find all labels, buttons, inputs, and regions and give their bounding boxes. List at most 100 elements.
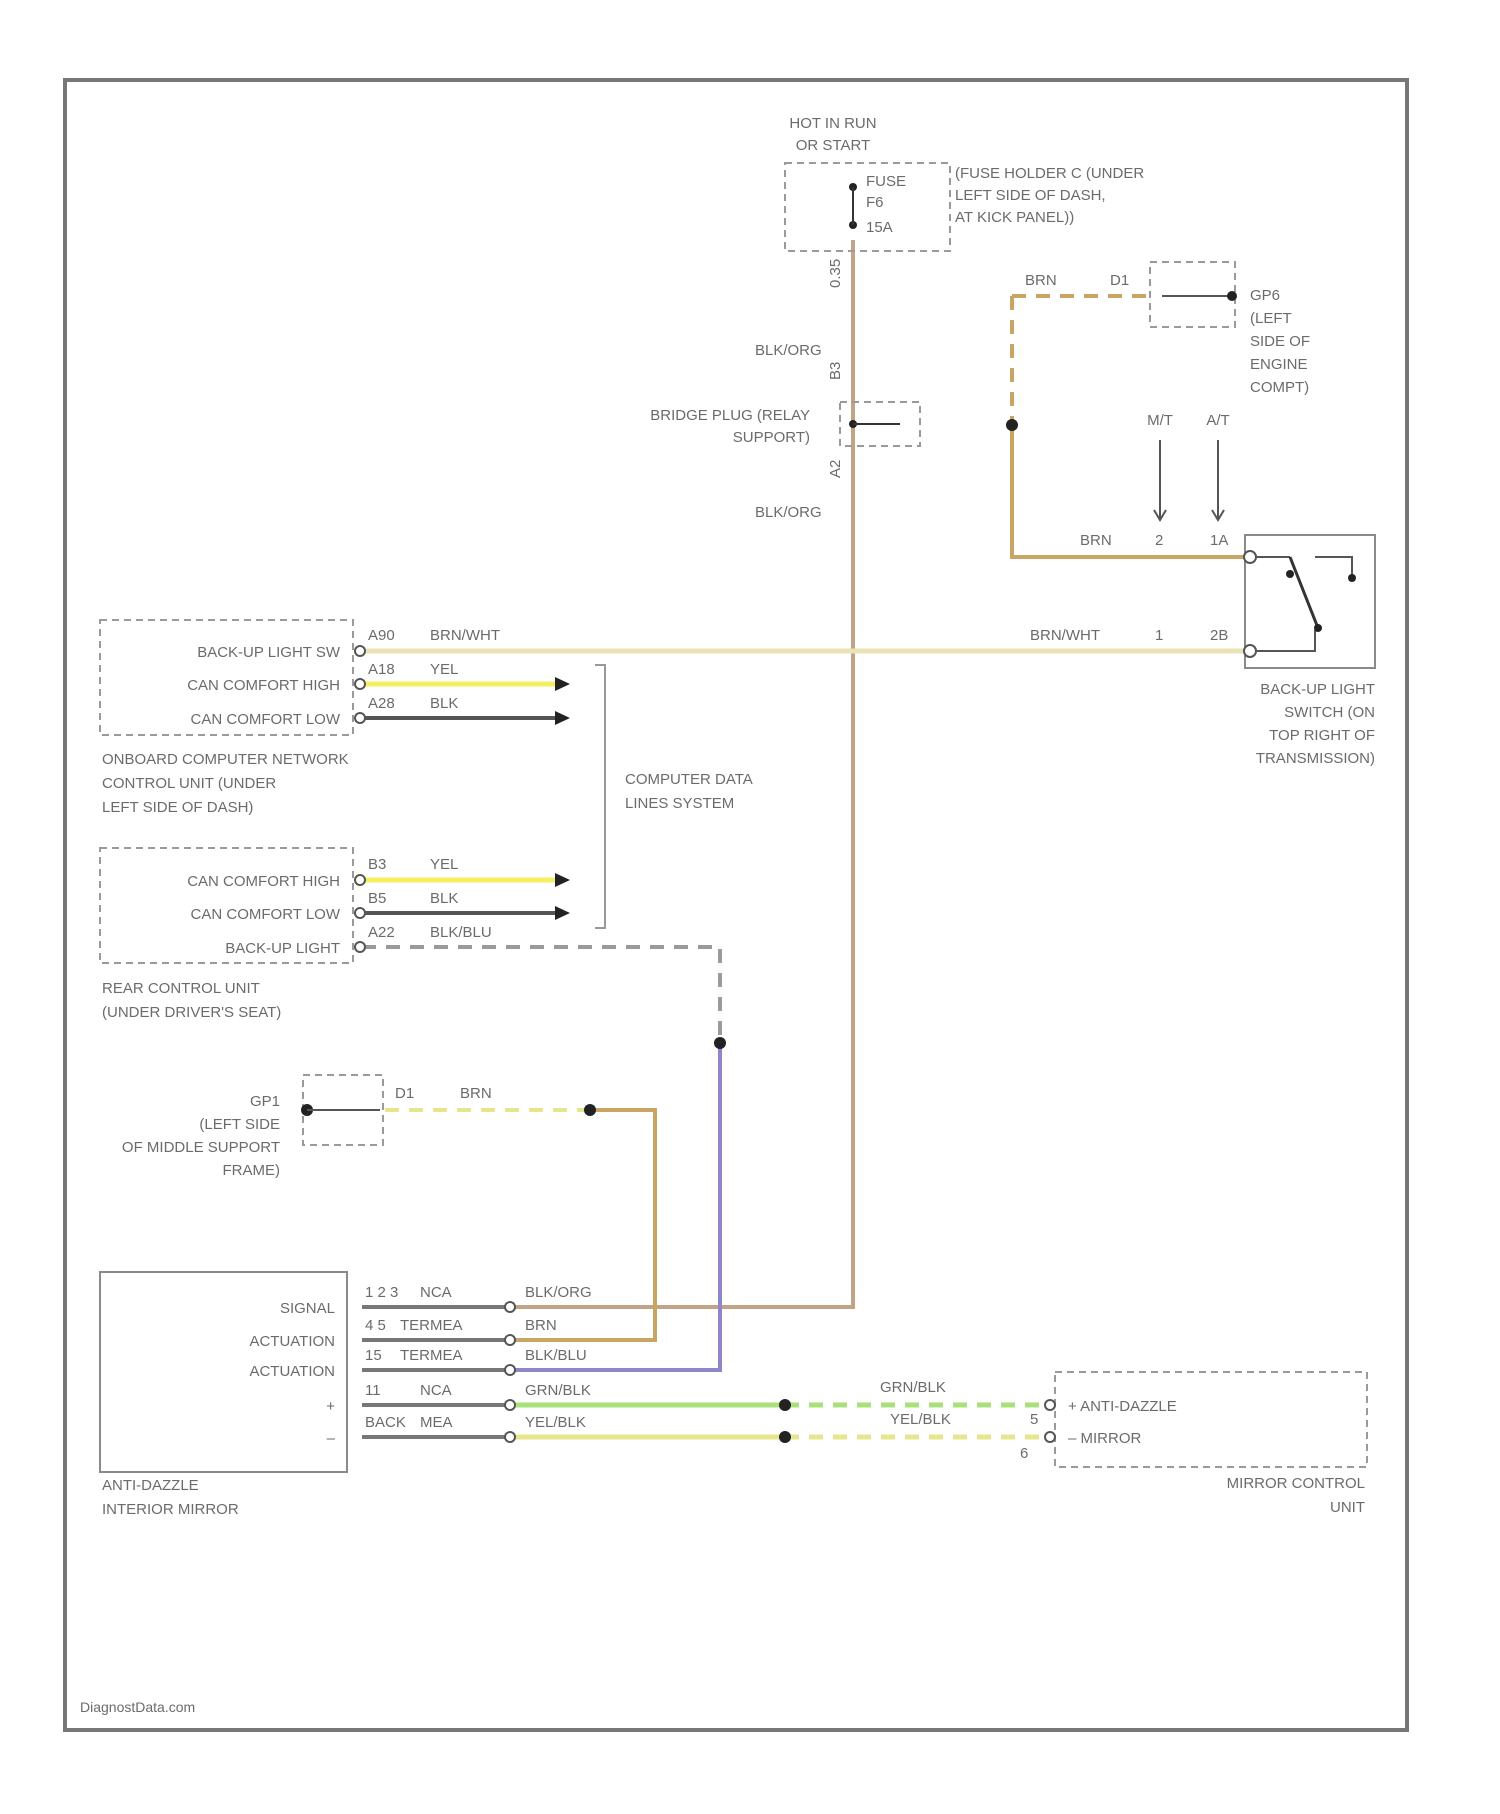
data-lines-1: COMPUTER DATA <box>625 771 753 788</box>
switch-pivot <box>1286 570 1294 578</box>
gp6-name-4: ENGINE <box>1250 356 1308 373</box>
rear-name-2: (UNDER DRIVER'S SEAT) <box>102 1004 281 1021</box>
onboard-pin-num-1: A90 <box>368 627 395 644</box>
mirror-row-term-2: TERMEA <box>400 1317 463 1334</box>
mirror-label-4: + <box>326 1398 335 1415</box>
gp6-name-3: SIDE OF <box>1250 333 1310 350</box>
bridge-name-2: SUPPORT) <box>733 429 810 446</box>
watermark: DiagnostData.com <box>80 1699 195 1715</box>
switch-pin-bottom-mt: 1 <box>1155 627 1163 644</box>
gp1-name-3: OF MIDDLE SUPPORT <box>122 1139 280 1156</box>
trans-at-label: A/T <box>1206 412 1229 429</box>
gp6-name-2: (LEFT <box>1250 310 1292 327</box>
gp6-splice-dot <box>1006 419 1018 431</box>
switch-name-2: SWITCH (ON <box>1284 704 1375 721</box>
yel-splice-dot <box>779 1431 791 1443</box>
arrow-can-high-2 <box>555 873 570 887</box>
mirror-unit-box <box>1055 1372 1367 1467</box>
switch-terminal-top <box>1244 551 1256 563</box>
onboard-pins: BACK-UP LIGHT SW CAN COMFORT HIGH CAN CO… <box>187 627 500 728</box>
switch-name-1: BACK-UP LIGHT <box>1260 681 1375 698</box>
gp1-wire: BRN <box>460 1085 492 1102</box>
rear-pin-num-3: A22 <box>368 924 395 941</box>
mirror-unit-pin-label-2: – MIRROR <box>1068 1430 1142 1447</box>
mirror-name-1: ANTI-DAZZLE <box>102 1477 199 1494</box>
fuse-wire-color: BLK/ORG <box>755 342 822 359</box>
switch-pin-top-at: 1A <box>1210 532 1228 549</box>
gp1-name-1: GP1 <box>250 1093 280 1110</box>
arrow-can-low-2 <box>555 906 570 920</box>
data-lines-bracket <box>595 665 605 928</box>
mirror-unit-wire-top: GRN/BLK <box>880 1379 946 1396</box>
switch-blade <box>1290 557 1318 628</box>
onboard-pin-terminal-3 <box>355 713 365 723</box>
rear-wire-2: BLK <box>430 890 458 907</box>
mirror-label-3: ACTUATION <box>249 1363 335 1380</box>
onboard-pin-num-3: A28 <box>368 695 395 712</box>
bridge-wire-color: BLK/ORG <box>755 504 822 521</box>
mirror-row-wire-4: GRN/BLK <box>525 1382 591 1399</box>
fuse-feed-1: HOT IN RUN <box>789 115 876 132</box>
arrow-can-low-1 <box>555 711 570 725</box>
mirror-unit-name-2: UNIT <box>1330 1499 1365 1516</box>
rear-pin-num-1: B3 <box>368 856 386 873</box>
switch-wire-top: BRN <box>1080 532 1112 549</box>
switch-internal-wires <box>1256 557 1315 651</box>
mirror-terminal-2 <box>505 1335 515 1345</box>
mirror-terminal-4 <box>505 1400 515 1410</box>
trans-mt-label: M/T <box>1147 412 1173 429</box>
rear-pins: CAN COMFORT HIGH CAN COMFORT LOW BACK-UP… <box>187 856 492 957</box>
onboard-wire-1: BRN/WHT <box>430 627 500 644</box>
fuse-location-2: LEFT SIDE OF DASH, <box>955 187 1106 204</box>
mirror-row-term-3: TERMEA <box>400 1347 463 1364</box>
gp6-name-5: COMPT) <box>1250 379 1309 396</box>
switch-internal-link <box>1315 557 1352 575</box>
rear-name-1: REAR CONTROL UNIT <box>102 980 260 997</box>
onboard-pin-label-3: CAN COMFORT LOW <box>191 711 341 728</box>
onboard-name-2: CONTROL UNIT (UNDER <box>102 775 276 792</box>
data-lines-2: LINES SYSTEM <box>625 795 734 812</box>
wire-blk-blu-dashed <box>362 947 720 1043</box>
onboard-name-3: LEFT SIDE OF DASH) <box>102 799 253 816</box>
fuse-label-1: FUSE <box>866 173 906 190</box>
mirror-terminal-3 <box>505 1365 515 1375</box>
mirror-unit-terminal-1 <box>1045 1400 1055 1410</box>
rear-pin-terminal-2 <box>355 908 365 918</box>
backup-switch-box <box>1245 535 1375 668</box>
mirror-unit-wire-bottom: YEL/BLK <box>890 1411 951 1428</box>
diagram-border <box>65 80 1407 1730</box>
mirror-unit-pin-label-1: + ANTI-DAZZLE <box>1068 1398 1177 1415</box>
mirror-row-term-4: NCA <box>420 1382 452 1399</box>
mirror-row-wire-1: BLK/ORG <box>525 1284 592 1301</box>
gp1-splice-dot <box>584 1104 596 1116</box>
onboard-wire-2: YEL <box>430 661 458 678</box>
onboard-pin-label-1: BACK-UP LIGHT SW <box>197 644 341 661</box>
bridge-pin-bottom: A2 <box>827 460 844 478</box>
gp1-name-2: (LEFT SIDE <box>199 1116 280 1133</box>
onboard-pin-label-2: CAN COMFORT HIGH <box>187 677 340 694</box>
mirror-terminal-5 <box>505 1432 515 1442</box>
fuse-location-3: AT KICK PANEL)) <box>955 209 1074 226</box>
bridge-name-1: BRIDGE PLUG (RELAY <box>650 407 810 424</box>
rear-pin-label-1: CAN COMFORT HIGH <box>187 873 340 890</box>
switch-name-4: TRANSMISSION) <box>1256 750 1375 767</box>
switch-pin-top-mt: 2 <box>1155 532 1163 549</box>
onboard-pin-terminal-2 <box>355 679 365 689</box>
fuse-wire-num: 0.35 <box>827 259 844 288</box>
mirror-row-term-1: NCA <box>420 1284 452 1301</box>
rear-pin-label-3: BACK-UP LIGHT <box>225 940 340 957</box>
rear-splice-dot <box>714 1037 726 1049</box>
mirror-terminal-1 <box>505 1302 515 1312</box>
fuse-label-2: F6 <box>866 194 884 211</box>
onboard-wire-3: BLK <box>430 695 458 712</box>
onboard-name-1: ONBOARD COMPUTER NETWORK <box>102 751 349 768</box>
fuse-feed-2: OR START <box>796 137 870 154</box>
onboard-pin-terminal-1 <box>355 646 365 656</box>
gp1-name-4: FRAME) <box>223 1162 281 1179</box>
mirror-label-5: – <box>327 1430 336 1447</box>
rear-pin-terminal-3 <box>355 942 365 952</box>
gp6-dot <box>1227 291 1237 301</box>
mirror-row-term-5: MEA <box>420 1414 453 1431</box>
fuse-label-3: 15A <box>866 219 893 236</box>
grn-splice-dot <box>779 1399 791 1411</box>
